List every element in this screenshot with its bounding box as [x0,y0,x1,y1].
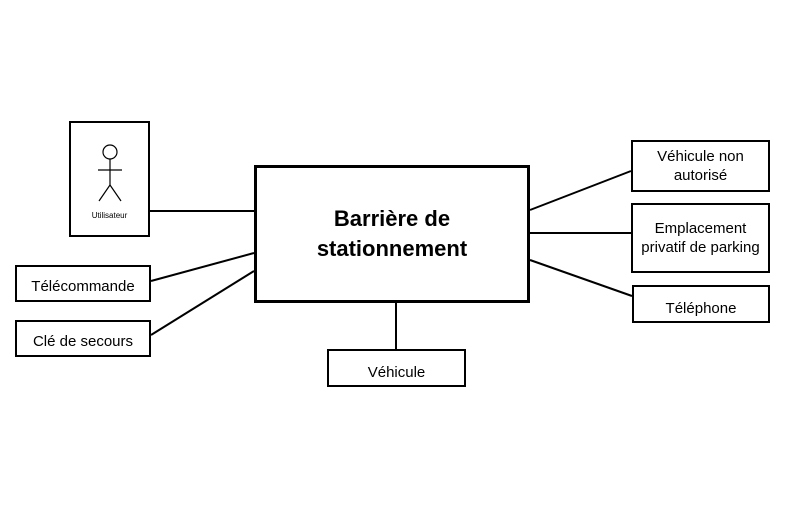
connector-cle-de-secours [150,270,255,336]
vehicule-non-autorise-line2: autorisé [673,167,728,184]
emplacement-prive-line2: privatif de parking [641,239,760,256]
vehicule-box: Véhicule [327,349,466,387]
telecommande-box: Télécommande [15,265,151,302]
central-title-line2: stationnement [316,236,468,261]
actor-utilisateur-box: Utilisateur [69,121,150,237]
vehicule-label: Véhicule [367,363,426,381]
connector-telecommande [150,252,255,282]
central-title-line1: Barrière de [333,206,451,231]
vehicule-non-autorise-line1: Véhicule non [657,148,744,165]
cle-de-secours-label: Clé de secours [32,333,134,350]
connector-telephone [529,259,633,297]
telephone-box: Téléphone [632,285,770,323]
cle-de-secours-box: Clé de secours [15,320,151,357]
central-system-box: Barrière de stationnement [254,165,530,303]
stick-figure-icon [97,144,122,202]
telephone-label: Téléphone [665,299,737,317]
emplacement-prive-box: Emplacement privatif de parking [631,203,770,273]
telecommande-label: Télécommande [31,278,135,295]
vehicule-non-autorise-box: Véhicule non autorisé [631,140,770,192]
actor-label: Utilisateur [91,211,128,220]
emplacement-prive-line1: Emplacement [654,220,747,237]
connector-vehicule-non-autorise [529,170,632,211]
